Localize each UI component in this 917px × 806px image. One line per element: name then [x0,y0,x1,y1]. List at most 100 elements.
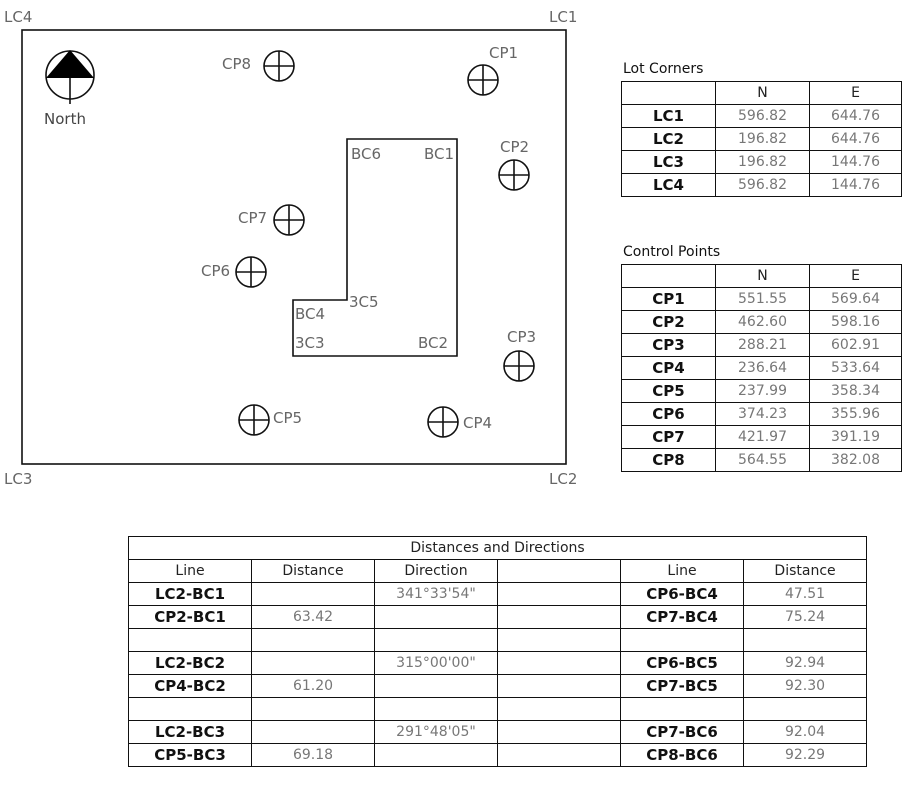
blank-cell [497,582,621,606]
lc2-label: LC2 [549,470,578,488]
line-name: CP5-BC3 [128,743,252,767]
cp7-marker-icon [273,204,305,236]
cp6-marker-icon [235,256,267,288]
line-name: CP7-BC4 [620,605,744,629]
distance-value [251,651,375,675]
line-name [128,697,252,721]
cp3-label: CP3 [507,328,537,346]
cp8-label: CP8 [222,55,252,73]
table-header-row: Line Distance Direction Line Distance [128,559,868,583]
table-header-row: N E [621,264,902,288]
corner-name: LC1 [621,104,716,128]
direction-value [374,605,498,629]
header-distance: Distance [742,559,868,583]
distance-value: 92.04 [742,720,868,744]
line-name: LC2-BC1 [128,582,252,606]
line-name: LC2-BC3 [128,720,252,744]
line-name [620,628,744,652]
plan-drawing [21,29,567,465]
northing-value: 374.23 [715,402,810,426]
cp7-label: CP7 [238,209,268,227]
distance-value: 92.94 [742,651,868,675]
easting-value: 598.16 [809,310,902,334]
header-direction: Direction [374,559,498,583]
header-cell: N [715,264,810,288]
cp6-label: CP6 [201,262,231,280]
table-row [128,697,868,721]
line-name: CP6-BC5 [620,651,744,675]
bc1-label: BC1 [424,145,455,163]
cp5-label: CP5 [273,409,303,427]
header-line: Line [128,559,252,583]
direction-value [374,628,498,652]
point-name: CP3 [621,333,716,357]
blank-cell [497,674,621,698]
blank-cell [497,651,621,675]
cp3-marker-icon [503,350,535,382]
northing-value: 288.21 [715,333,810,357]
table-title-row: Distances and Directions [127,536,868,560]
lc1-label: LC1 [549,8,578,26]
lc4-label: LC4 [4,8,33,26]
header-cell [621,81,716,105]
corner-name: LC3 [621,150,716,174]
line-name: CP6-BC4 [620,582,744,606]
cp8-marker-icon [263,50,295,82]
line-name: LC2-BC2 [128,651,252,675]
table-header-row: N E [621,81,902,105]
direction-value: 341°33'54" [374,582,498,606]
point-name: CP2 [621,310,716,334]
distances-directions-table: Distances and Directions Line Distance D… [127,536,868,767]
north-arrow-icon [45,50,95,104]
cp1-label: CP1 [489,44,519,62]
northing-value: 564.55 [715,448,810,472]
distance-value [251,628,375,652]
north-label: North [44,110,86,128]
bc3-label: 3C3 [295,334,325,352]
header-cell [621,264,716,288]
line-name: CP7-BC6 [620,720,744,744]
header-cell: E [809,81,902,105]
direction-value: 291°48'05" [374,720,498,744]
bc2-label: BC2 [418,334,449,352]
distance-value [742,628,868,652]
distance-value: 92.29 [742,743,868,767]
table-row [128,628,868,652]
distance-value: 47.51 [742,582,868,606]
cp2-label: CP2 [500,138,530,156]
northing-value: 237.99 [715,379,810,403]
point-name: CP5 [621,379,716,403]
easting-value: 644.76 [809,104,902,128]
header-cell: N [715,81,810,105]
lot-corners-title: Lot Corners [623,61,704,77]
direction-value [374,674,498,698]
control-points-title: Control Points [623,244,721,260]
easting-value: 569.64 [809,287,902,311]
building-outline [292,138,458,357]
easting-value: 533.64 [809,356,902,380]
table-row: LC4 596.82 144.76 [621,173,902,197]
northing-value: 551.55 [715,287,810,311]
line-name: CP8-BC6 [620,743,744,767]
direction-value [374,743,498,767]
bc4-label: BC4 [295,305,326,323]
easting-value: 382.08 [809,448,902,472]
direction-value [374,697,498,721]
distance-value: 92.30 [742,674,868,698]
point-name: CP4 [621,356,716,380]
bc6-label: BC6 [351,145,382,163]
line-name: CP7-BC5 [620,674,744,698]
line-name [620,697,744,721]
easting-value: 358.34 [809,379,902,403]
easting-value: 355.96 [809,402,902,426]
cp2-marker-icon [498,159,530,191]
